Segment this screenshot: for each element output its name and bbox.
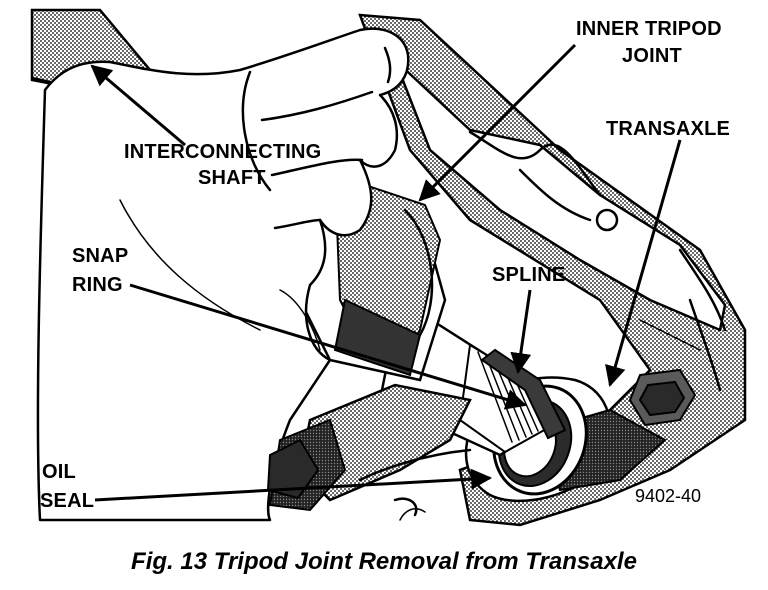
label-snap-line1: SNAP bbox=[72, 245, 128, 267]
leader-transaxle bbox=[605, 139, 682, 388]
leader-spline bbox=[510, 289, 532, 375]
label-inner-tripod-line1: INNER TRIPOD bbox=[576, 18, 722, 40]
label-oil-line2: SEAL bbox=[40, 490, 94, 512]
label-oil-line1: OIL bbox=[42, 461, 76, 483]
label-interconnecting-line2: SHAFT bbox=[198, 167, 266, 189]
leader-snap-ring bbox=[129, 283, 528, 410]
leader-oil-seal bbox=[94, 468, 493, 502]
label-snap-line2: RING bbox=[72, 274, 123, 296]
leader-interconnecting-shaft bbox=[90, 64, 186, 147]
leader-inner-tripod-joint bbox=[418, 43, 577, 202]
transaxle-housing bbox=[358, 13, 747, 527]
inner-tripod-joint bbox=[298, 173, 447, 382]
label-interconnecting-line1: INTERCONNECTING bbox=[124, 141, 321, 163]
technician-hand bbox=[36, 27, 410, 522]
label-spline: SPLINE bbox=[492, 264, 565, 286]
figure-caption: Fig. 13 Tripod Joint Removal from Transa… bbox=[131, 548, 637, 575]
leader-lines bbox=[90, 43, 682, 502]
label-transaxle: TRANSAXLE bbox=[606, 118, 730, 140]
label-inner-tripod-line2: JOINT bbox=[622, 45, 682, 67]
figure-reference-number: 9402-40 bbox=[635, 486, 701, 506]
